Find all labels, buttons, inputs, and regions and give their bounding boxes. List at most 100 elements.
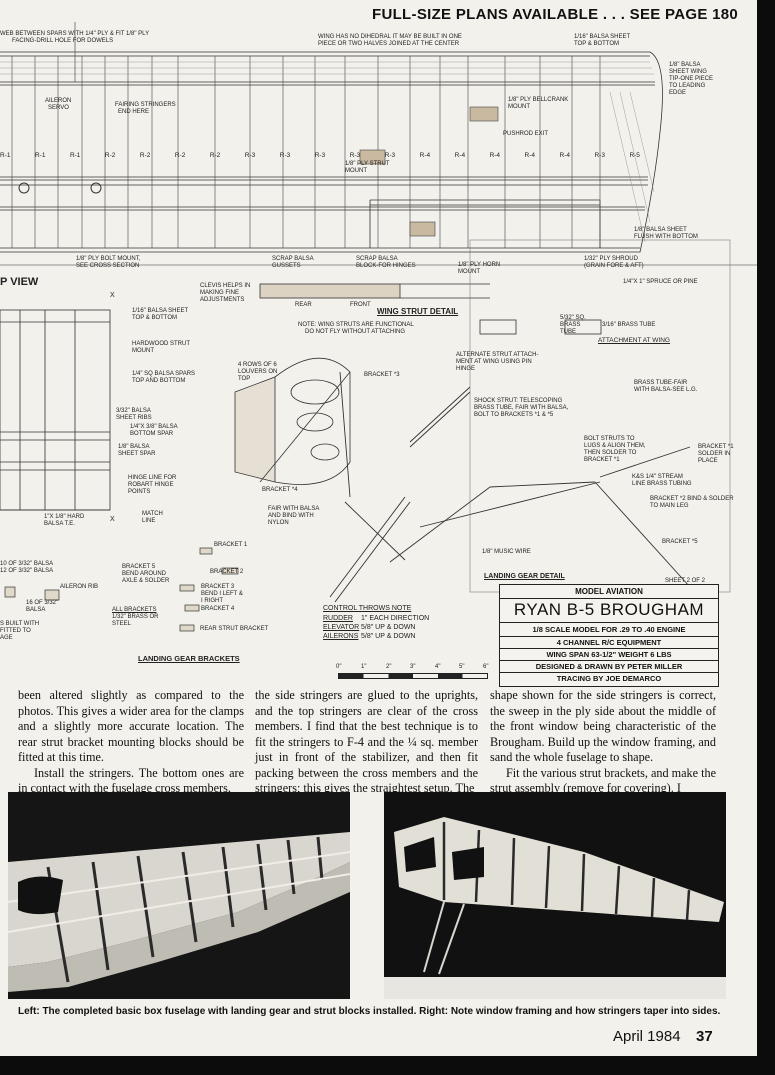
note-balsa-tb-2: TOP & BOTTOM xyxy=(132,315,178,321)
note-shock-strut-3: BOLT TO BRACKETS *1 & *5 xyxy=(474,412,554,418)
note-alt-strut-2: MENT AT WING USING PIN xyxy=(456,359,532,365)
photo-left-fuselage xyxy=(8,792,350,999)
note-match-line-2: LINE xyxy=(142,518,156,524)
note-struts-functional-2: DO NOT FLY WITHOUT ATTACHING xyxy=(305,329,406,335)
note-rear-strut-bracket: REAR STRUT BRACKET xyxy=(200,626,269,632)
lg-bracket-3b: BEND I LEFT & xyxy=(201,591,243,597)
article-column-1: been altered slightly as compared to the… xyxy=(18,688,244,797)
landing-gear-wires xyxy=(329,371,691,603)
photo-right-fuselage xyxy=(384,792,726,999)
page-shadow-bottom xyxy=(0,1056,775,1075)
note-sheet-ribs-2: SHEET RIBS xyxy=(116,415,152,421)
note-louvers-2: LOUVERS ON xyxy=(238,369,278,375)
rib-label: R-3 xyxy=(349,152,361,159)
wing-strut-detail-title: WING STRUT DETAIL xyxy=(377,307,459,316)
footer-page-number: 37 xyxy=(696,1028,713,1045)
rib-label: R-3 xyxy=(594,152,605,159)
note-hardwood-mount-2: MOUNT xyxy=(132,348,154,354)
note-bolt-struts-3: THEN SOLDER TO xyxy=(584,450,637,456)
note-brass-fair: BRASS TUBE-FAIR xyxy=(634,380,688,386)
note-balsa-tb: 1/16" BALSA SHEET xyxy=(132,308,189,314)
note-facing-drill: FACING-DRILL HOLE FOR DOWELS xyxy=(12,38,114,44)
note-bracket-1b: SOLDER IN xyxy=(698,451,731,457)
note-scrap-gussets-2: GUSSETS xyxy=(272,263,301,269)
note-bracket-4: BRACKET *4 xyxy=(262,487,298,493)
article-col2-paragraph: the side stringers are glued to the upri… xyxy=(255,688,478,795)
lg-bracket-5: BRACKET 5 xyxy=(122,564,156,570)
throw-value: 1" EACH DIRECTION xyxy=(361,615,430,622)
note-all-brackets-2: 1/32" BRASS OR xyxy=(112,614,159,620)
article-col1-paragraph-2: Install the stringers. The bottom ones a… xyxy=(18,765,244,796)
note-brass-fair-2: WITH BALSA-SEE L.G. xyxy=(634,387,698,393)
lg-bracket-4: BRACKET 4 xyxy=(201,606,235,612)
magazine-page: FULL-SIZE PLANS AVAILABLE . . . SEE PAGE… xyxy=(0,0,757,1056)
note-fair-balsa-3: NYLON xyxy=(268,520,289,526)
note-all-brackets-3: STEEL xyxy=(112,621,132,627)
note-shock-strut-2: BRASS TUBE, FAIR WITH BALSA, xyxy=(474,405,569,411)
note-balsa-10: 10 OF 3/32" BALSA xyxy=(0,561,54,567)
note-aileron-rib: AILERON RIB xyxy=(60,584,99,590)
note-wing-dihedral-2: PIECE OR TWO HALVES JOINED AT THE CENTER xyxy=(318,41,460,47)
note-fitted-to: FITTED TO xyxy=(0,628,31,634)
title-block-line2: 4 CHANNEL R/C EQUIPMENT xyxy=(556,638,662,647)
note-music-wire: 1/8" MUSIC WIRE xyxy=(482,549,531,555)
note-bolt-struts-2: LUGS & ALIGN THEM, xyxy=(584,443,646,449)
throw-value: 5/8" UP & DOWN xyxy=(361,633,416,640)
note-fairing-stringers: FAIRING STRINGERS xyxy=(115,102,176,108)
lg-bracket-3: BRACKET 3 xyxy=(201,584,235,590)
note-bracket-2b: TO MAIN LEG xyxy=(650,503,689,509)
note-balsa-12: 12 OF 3/32" BALSA xyxy=(0,568,54,574)
note-x-bottom: X xyxy=(110,516,115,523)
note-bracket-1c: PLACE xyxy=(698,458,718,464)
rib-label: R-4 xyxy=(524,152,536,159)
rib-label: R-2 xyxy=(209,152,221,159)
page-shadow-right xyxy=(757,0,775,1075)
scale-label: 0" xyxy=(336,664,342,670)
article-col1-paragraph-1: been altered slightly as compared to the… xyxy=(18,688,244,764)
rib-label: R-3 xyxy=(279,152,291,159)
note-louvers-3: TOP xyxy=(238,376,251,382)
title-block-line1: 1/8 SCALE MODEL FOR .29 TO .40 ENGINE xyxy=(532,625,686,634)
rib-label: R-5 xyxy=(629,152,640,159)
lg-bracket-5c: AXLE & SOLDER xyxy=(122,578,170,584)
throw-row: ELEVATOR 5/8" UP & DOWN xyxy=(323,623,441,632)
title-block-title: RYAN B-5 BROUGHAM xyxy=(513,600,705,619)
landing-gear-detail-title: LANDING GEAR DETAIL xyxy=(484,573,565,580)
note-built-with: S BUILT WITH xyxy=(0,621,40,627)
lg-bracket-2: BRACKET 2 xyxy=(210,569,244,575)
note-balsa-top: 1/16" BALSA SHEET xyxy=(574,34,631,40)
note-balsa-16b: BALSA xyxy=(26,607,46,613)
note-bellcrank: 1/8" PLY BELLCRANK xyxy=(508,97,569,103)
article-col3-paragraph-1: shape shown for the side stringers is co… xyxy=(490,688,716,764)
note-bracket-2: BRACKET *2 BIND & SOLDER xyxy=(650,496,734,502)
rib-label: R-4 xyxy=(489,152,501,159)
rib-label: R-3 xyxy=(314,152,326,159)
note-sheet-ribs: 3/32" BALSA xyxy=(116,408,151,414)
wing-strut-detail xyxy=(259,283,602,335)
note-horn-mount-2: MOUNT xyxy=(458,269,480,275)
note-aileron-servo: AILERON xyxy=(45,98,72,104)
throw-surface: ELEVATOR xyxy=(323,624,360,631)
note-bottom-spar: 1/4"x 3/8" BALSA xyxy=(130,424,178,430)
throw-row: AILERONS 5/8" UP & DOWN xyxy=(323,632,441,641)
note-sheet-spar: 1/8" BALSA xyxy=(118,444,150,450)
note-tip-5: EDGE xyxy=(669,90,687,96)
wing-outline xyxy=(0,51,663,253)
note-bellcrank-2: MOUNT xyxy=(508,104,530,110)
note-bottom-spar-2: BOTTOM SPAR xyxy=(130,431,174,437)
note-bolt-struts: BOLT STRUTS TO xyxy=(584,436,635,442)
plan-drawing xyxy=(0,22,757,632)
note-tip-2: SHEET WING xyxy=(669,69,707,75)
note-bracket-3: BRACKET *3 xyxy=(364,372,400,378)
note-strut-mount-2: MOUNT xyxy=(345,168,367,174)
rib-label: R-4 xyxy=(454,152,466,159)
scale-label: 4" xyxy=(435,664,441,670)
note-balsa-flush: 1/8" BALSA SHEET xyxy=(634,227,687,233)
title-block-line3: WING SPAN 63-1/2" WEIGHT 6 LBS xyxy=(546,650,672,659)
note-sheet-spar-2: SHEET SPAR xyxy=(118,451,156,457)
note-tip-4: TO LEADING xyxy=(669,83,706,89)
note-all-brackets: ALL BRACKETS xyxy=(112,607,157,613)
note-fair-balsa-2: AND BIND WITH xyxy=(268,513,314,519)
note-sq-brass: 5/32" SQ. xyxy=(560,315,586,321)
note-horn-mount: 1/8" PLY HORN xyxy=(458,262,501,268)
